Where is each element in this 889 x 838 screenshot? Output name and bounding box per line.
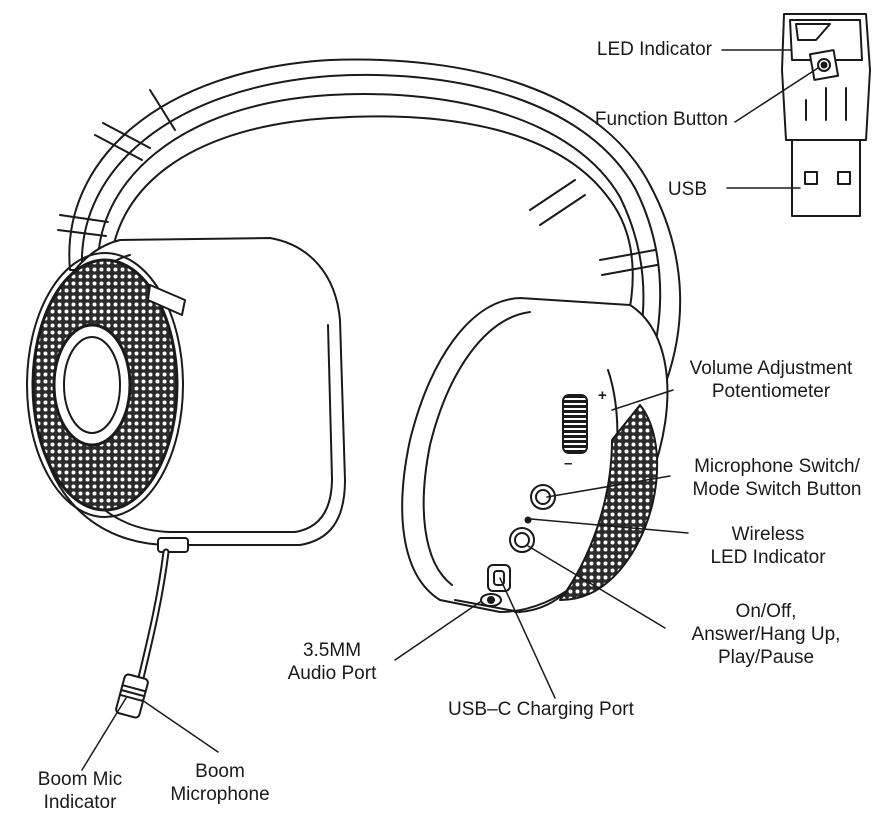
- boom-microphone: [115, 537, 189, 719]
- label-boom-mic-indicator-line2: Indicator: [43, 792, 117, 813]
- usb-dongle: [781, 13, 871, 217]
- right-ear-cup: [401, 297, 669, 613]
- volume-wheel: [562, 394, 588, 454]
- label-usbc-port: USB–C Charging Port: [448, 699, 634, 720]
- label-volume-line1: Volume Adjustment: [689, 358, 853, 379]
- label-mic-switch-line2: Mode Switch Button: [692, 479, 862, 500]
- label-volume-line2: Potentiometer: [711, 381, 831, 402]
- label-usb: USB: [667, 179, 707, 200]
- label-power-line2: Answer/Hang Up,: [691, 624, 841, 645]
- label-wireless-line1: Wireless: [731, 524, 805, 545]
- label-boom-mic-indicator: Boom Mic Indicator: [20, 768, 140, 814]
- label-audio-port: 3.5MM Audio Port: [270, 639, 394, 685]
- label-function-button: Function Button: [594, 109, 728, 130]
- label-boom-microphone: Boom Microphone: [150, 760, 290, 806]
- label-power-controls: On/Off, Answer/Hang Up, Play/Pause: [666, 600, 866, 669]
- label-boom-microphone-line2: Microphone: [170, 784, 270, 805]
- label-mic-switch-line1: Microphone Switch/: [694, 456, 860, 477]
- volume-minus-mark: –: [564, 455, 573, 472]
- label-boom-microphone-line1: Boom: [195, 761, 245, 782]
- label-power-line3: Play/Pause: [717, 647, 815, 668]
- leader-lines: [81, 49, 819, 771]
- label-boom-mic-indicator-line1: Boom Mic: [37, 769, 123, 790]
- label-power-line1: On/Off,: [735, 601, 797, 622]
- label-led-indicator: LED Indicator: [596, 39, 712, 60]
- label-audio-port-line1: 3.5MM: [302, 640, 362, 661]
- volume-plus-mark: +: [598, 387, 607, 404]
- label-audio-port-line2: Audio Port: [287, 663, 377, 684]
- label-wireless-line2: LED Indicator: [710, 547, 826, 568]
- label-microphone-switch: Microphone Switch/ Mode Switch Button: [672, 455, 882, 501]
- left-ear-cup: [26, 237, 346, 546]
- label-wireless-led: Wireless LED Indicator: [688, 523, 848, 569]
- label-volume-adjustment: Volume Adjustment Potentiometer: [670, 357, 872, 403]
